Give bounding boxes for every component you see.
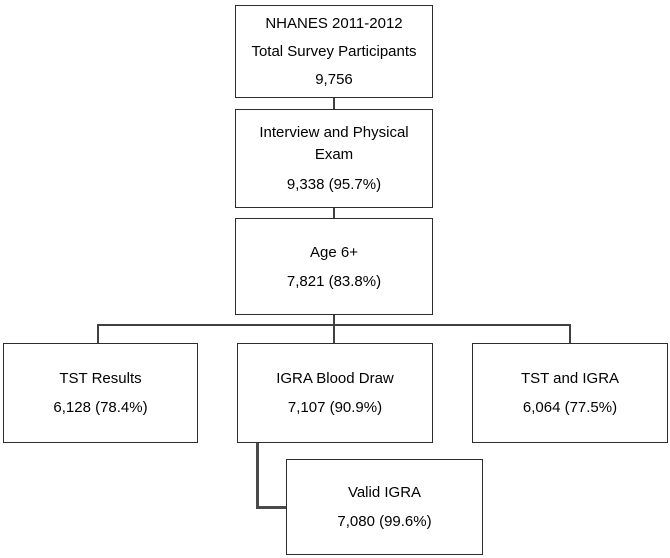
node-age-6plus: Age 6+ 7,821 (83.8%)	[235, 218, 433, 315]
connector-interview-age	[333, 208, 335, 218]
node-line: Total Survey Participants	[251, 42, 417, 60]
connector-branch-right	[569, 324, 571, 343]
node-title: TST Results	[59, 370, 142, 387]
node-value: 6,064 (77.5%)	[522, 399, 618, 416]
node-title: Valid IGRA	[347, 484, 422, 501]
node-value: 9,338 (95.7%)	[286, 176, 382, 193]
connector-igra-valid-vertical	[256, 443, 259, 509]
connector-total-interview	[333, 98, 335, 109]
connector-igra-valid-horizontal	[256, 506, 287, 509]
node-igra-blood-draw: IGRA Blood Draw 7,107 (90.9%)	[237, 343, 433, 443]
node-title: IGRA Blood Draw	[276, 370, 394, 387]
connector-branch-left	[97, 324, 99, 343]
node-tst-results: TST Results 6,128 (78.4%)	[3, 343, 198, 443]
node-title: Interview and Physical Exam	[259, 124, 409, 163]
connector-age-branch	[333, 315, 335, 325]
node-title: TST and IGRA	[520, 370, 620, 387]
node-total-participants: NHANES 2011-2012 Total Survey Participan…	[235, 5, 433, 98]
node-valid-igra: Valid IGRA 7,080 (99.6%)	[286, 459, 483, 555]
node-value: 6,128 (78.4%)	[53, 399, 148, 416]
node-line: 9,756	[315, 70, 353, 88]
connector-branch-middle	[333, 324, 335, 343]
node-value: 7,080 (99.6%)	[337, 513, 432, 530]
node-value: 7,107 (90.9%)	[287, 399, 383, 416]
node-value: 7,821 (83.8%)	[286, 272, 382, 290]
node-line: NHANES 2011-2012	[265, 14, 403, 32]
node-title: Age 6+	[310, 243, 358, 261]
node-tst-and-igra: TST and IGRA 6,064 (77.5%)	[472, 343, 668, 443]
node-interview-exam: Interview and Physical Exam 9,338 (95.7%…	[235, 109, 433, 208]
